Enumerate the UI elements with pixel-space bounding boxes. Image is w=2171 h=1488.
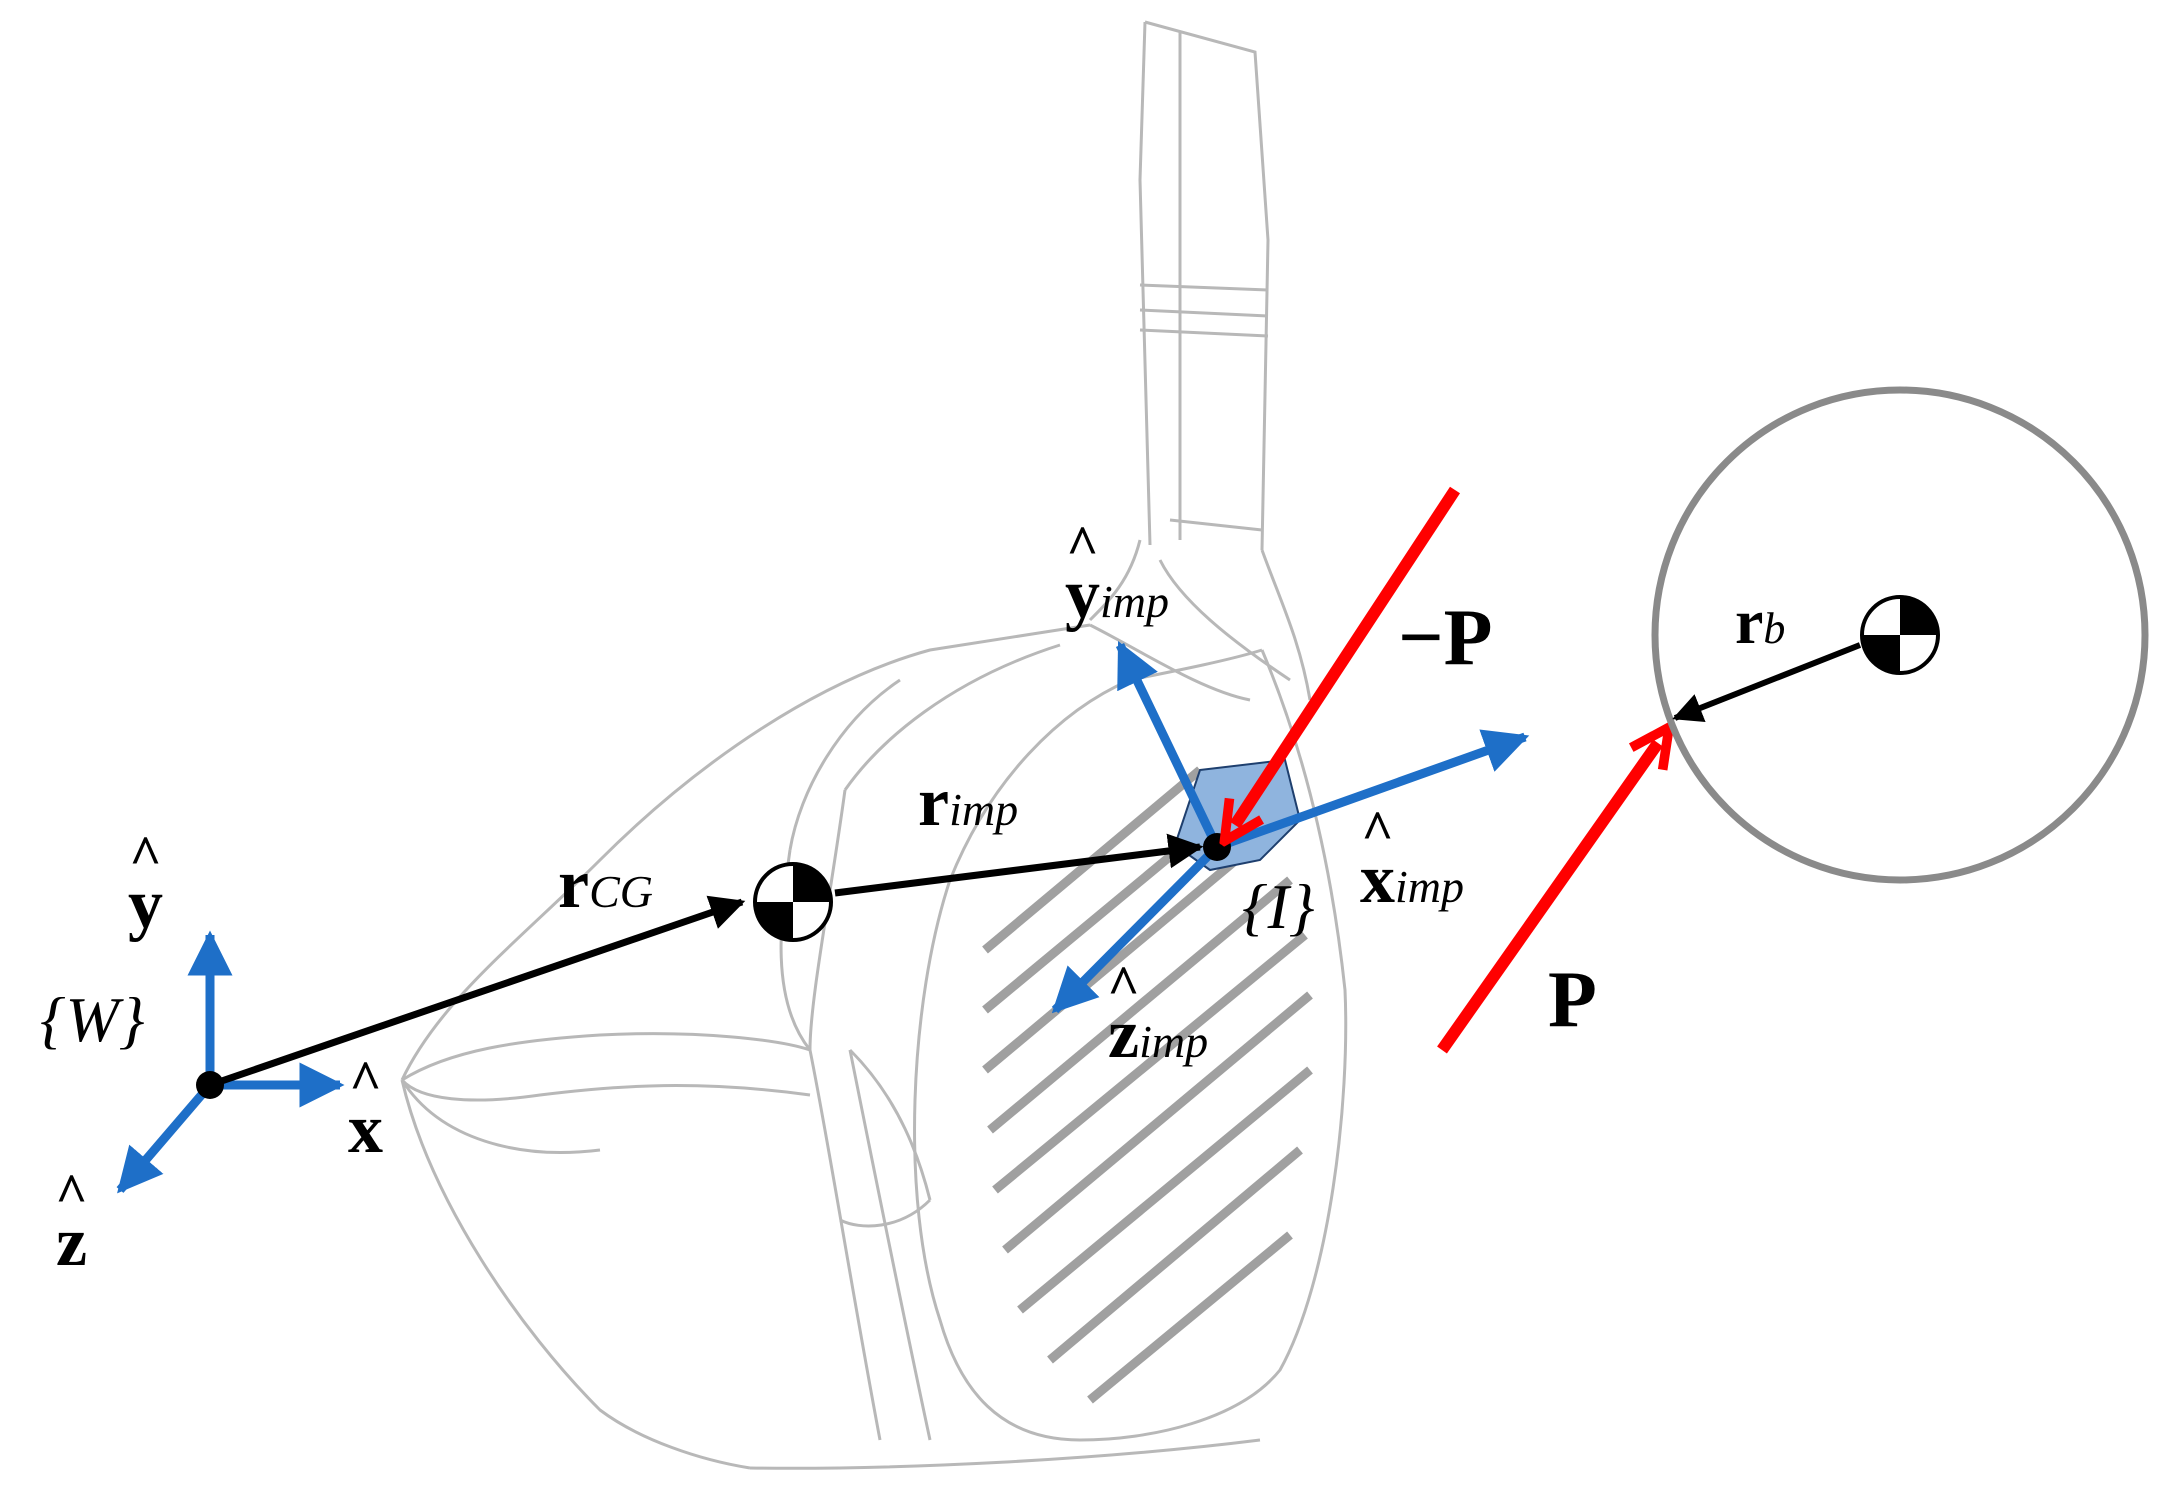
ball-cg-symbol — [1860, 595, 1940, 675]
r-cg-label: rCG — [558, 846, 653, 923]
impact-point-dot — [1203, 833, 1231, 861]
impact-frame-label: {I} — [1242, 871, 1315, 942]
y-imp-label: ^yimp — [1065, 515, 1169, 633]
r-imp-vector — [834, 833, 1204, 897]
world-z-label: ^z — [55, 1163, 88, 1281]
r-imp-label: rimp — [918, 764, 1019, 841]
neg-force-arrow — [1235, 486, 1461, 825]
force-label: P — [1548, 956, 1597, 1044]
club-head-outline — [400, 20, 1348, 1470]
y-imp-axis — [1115, 640, 1222, 849]
force-arrow — [1437, 743, 1658, 1054]
face-score-lines — [982, 766, 1313, 1404]
r-cg-vector — [208, 895, 746, 1089]
x-imp-axis — [1215, 729, 1530, 852]
golf-ball — [1651, 386, 2149, 884]
world-frame-axes — [116, 930, 345, 1194]
x-imp-label: ^ximp — [1360, 800, 1464, 918]
r-b-vector — [1672, 642, 1862, 723]
world-y-label: ^y — [128, 825, 163, 943]
world-frame-label: {W} — [40, 984, 145, 1055]
world-z-axis — [116, 1082, 214, 1194]
neg-force-label: −P — [1398, 594, 1493, 682]
z-imp-label: ^zimp — [1107, 955, 1209, 1073]
world-x-label: ^x — [348, 1050, 383, 1168]
z-imp-axis — [1051, 843, 1221, 1014]
impact-frame-axes — [1051, 640, 1530, 1014]
r-b-label: rb — [1735, 586, 1786, 657]
club-cg-symbol — [753, 862, 833, 942]
